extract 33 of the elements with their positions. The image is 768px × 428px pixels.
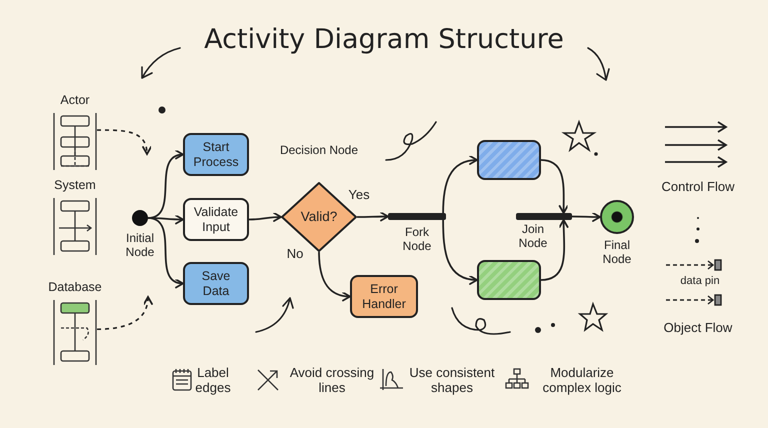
lane-label: Actor xyxy=(59,93,91,108)
arrow xyxy=(248,212,282,222)
lane-label: System xyxy=(53,178,97,192)
arrow xyxy=(148,214,184,224)
lane-label: Database xyxy=(47,280,103,294)
node-label: Valid? xyxy=(300,209,338,225)
tip-text: Modularize complex logic xyxy=(542,366,622,396)
arrow xyxy=(357,212,389,222)
node-label: Start Process xyxy=(192,140,240,169)
node-label: Error Handler xyxy=(361,282,407,311)
node-caption: Join Node xyxy=(518,223,548,251)
tip-text: Label edges xyxy=(194,366,232,396)
node-label: Validate Input xyxy=(192,205,240,234)
arrow xyxy=(148,217,184,288)
arrow xyxy=(318,252,351,301)
arrow xyxy=(442,156,478,214)
node-heading: Decision Node xyxy=(278,144,360,158)
tip-text: Use consistent shapes xyxy=(408,366,496,396)
arrow xyxy=(442,220,478,284)
dashed-arrow xyxy=(96,296,152,330)
legend-label: Control Flow xyxy=(660,180,736,195)
arrow xyxy=(540,159,569,214)
pin-label: data pin xyxy=(679,275,721,288)
node-label: Save Data xyxy=(200,269,232,298)
arrow xyxy=(572,212,601,222)
legend-label: Object Flow xyxy=(662,321,734,336)
node-caption: Fork Node xyxy=(402,226,432,254)
title: Activity Diagram Structure xyxy=(203,24,565,55)
node-caption: Final Node xyxy=(602,239,632,267)
tip-text: Avoid crossing lines xyxy=(288,366,376,396)
arrow xyxy=(540,219,569,281)
node-caption: Initial Node xyxy=(124,232,156,260)
dashed-arrow xyxy=(97,129,152,155)
